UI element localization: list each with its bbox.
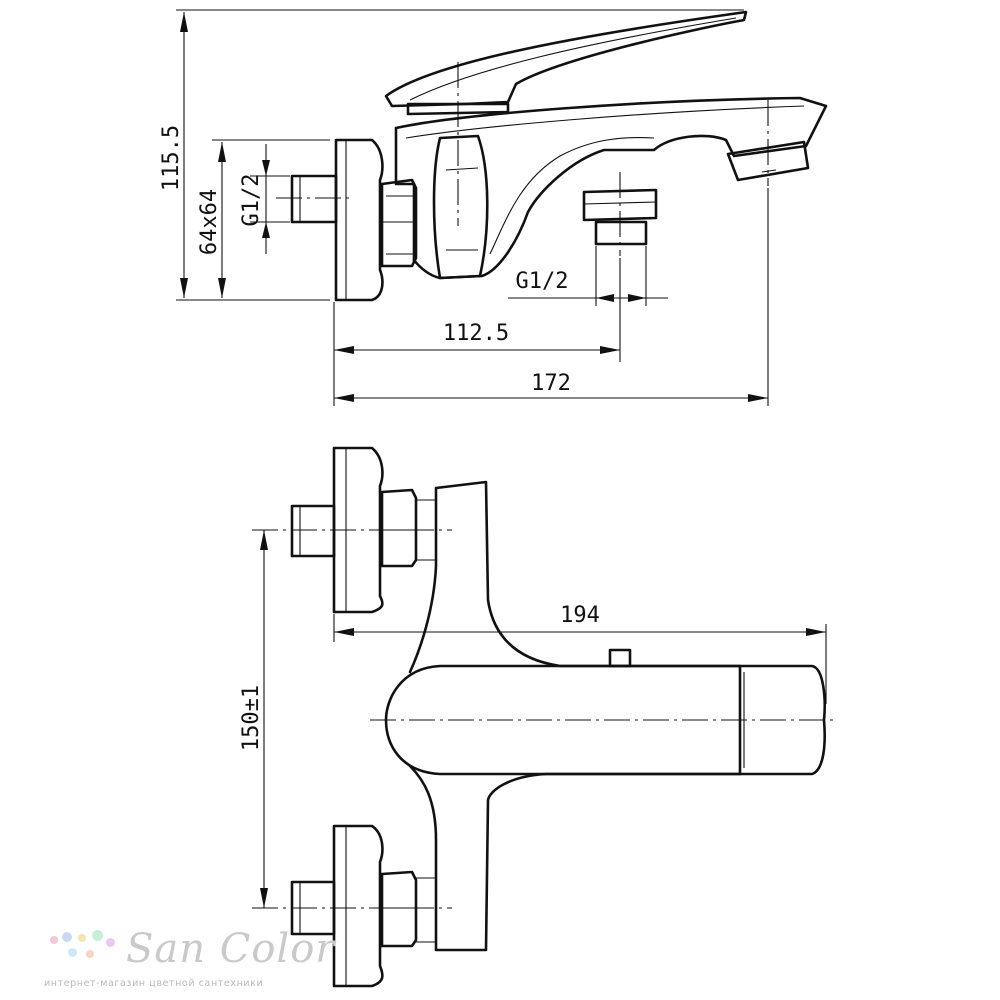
dim-inlet-thread-label: G1/2 bbox=[239, 174, 264, 227]
upper-connector bbox=[290, 504, 336, 558]
spout-body-inner bbox=[405, 105, 805, 139]
watermark: San Color интернет-магазин цветной санте… bbox=[44, 926, 334, 992]
arrow-height-bottom bbox=[180, 278, 188, 298]
dim-inlet-spacing-label: 150±1 bbox=[239, 685, 264, 751]
dim-spout-reach-label: 172 bbox=[531, 371, 571, 396]
arrow-length-right bbox=[806, 628, 826, 636]
lever-handle bbox=[384, 10, 748, 108]
watermark-brand: San Color bbox=[126, 926, 336, 972]
watermark-dot bbox=[50, 936, 58, 944]
outlet-pipe bbox=[594, 220, 648, 246]
diverter-nozzle bbox=[582, 188, 658, 222]
mixer-body-inner-top bbox=[416, 499, 436, 561]
mixer-body-inner-bottom bbox=[416, 877, 436, 943]
hex-nut-line bbox=[382, 195, 416, 255]
upper-hex-nut bbox=[380, 488, 418, 568]
watermark-dot bbox=[62, 932, 72, 942]
arrow-spacing-bottom bbox=[218, 278, 226, 298]
dim-outlet-thread-label: G1/2 bbox=[516, 269, 569, 294]
hex-nut bbox=[380, 178, 418, 268]
arrow-inlet-top bbox=[262, 160, 270, 176]
lower-connector bbox=[290, 880, 336, 936]
arrow-length-left bbox=[334, 628, 354, 636]
cartridge-column bbox=[394, 126, 416, 264]
arrow-spacing2-bottom bbox=[260, 888, 268, 908]
dim-overall-length-label: 194 bbox=[560, 603, 600, 628]
lower-escutcheon bbox=[332, 824, 384, 988]
mixer-body bbox=[408, 480, 742, 952]
top-view: 194 150±1 bbox=[239, 446, 838, 988]
dim-spacing-label: 64x64 bbox=[197, 189, 222, 255]
lower-hex-nut bbox=[380, 870, 418, 948]
arrow-reach-left bbox=[334, 394, 354, 402]
watermark-dot bbox=[106, 938, 115, 947]
aerator bbox=[726, 140, 810, 182]
side-view: 115.5 64x64 G1/2 G1/2 112.5 172 bbox=[159, 9, 828, 406]
watermark-dot bbox=[92, 930, 103, 941]
watermark-dot bbox=[86, 950, 94, 958]
spout-underside bbox=[489, 137, 655, 255]
aerator-line bbox=[761, 169, 777, 173]
arrow-height-top bbox=[180, 12, 188, 32]
cartridge-bulge bbox=[432, 134, 489, 280]
upper-escutcheon bbox=[332, 446, 384, 614]
arrow-spacing-top bbox=[218, 142, 226, 162]
cartridge-inner bbox=[445, 167, 479, 251]
diverter-knob bbox=[608, 648, 632, 668]
arrow-offset-left bbox=[334, 346, 354, 354]
watermark-dot bbox=[68, 948, 77, 957]
arrow-outlet-right bbox=[628, 294, 646, 302]
lever-handle-inner bbox=[409, 17, 737, 101]
arrow-reach-right bbox=[748, 394, 768, 402]
escutcheon bbox=[334, 138, 384, 302]
dim-height-label: 115.5 bbox=[159, 125, 184, 191]
arrow-offset-right bbox=[600, 346, 620, 354]
spout-body bbox=[394, 96, 828, 280]
arrow-spacing2-top bbox=[260, 530, 268, 550]
watermark-tagline: интернет-магазин цветной сантехники bbox=[44, 978, 264, 989]
arrow-inlet-bottom bbox=[262, 222, 270, 238]
inlet-connector bbox=[290, 174, 338, 224]
watermark-dot bbox=[78, 934, 86, 942]
dim-outlet-offset-label: 112.5 bbox=[443, 321, 509, 346]
arrow-outlet-left bbox=[596, 294, 614, 302]
